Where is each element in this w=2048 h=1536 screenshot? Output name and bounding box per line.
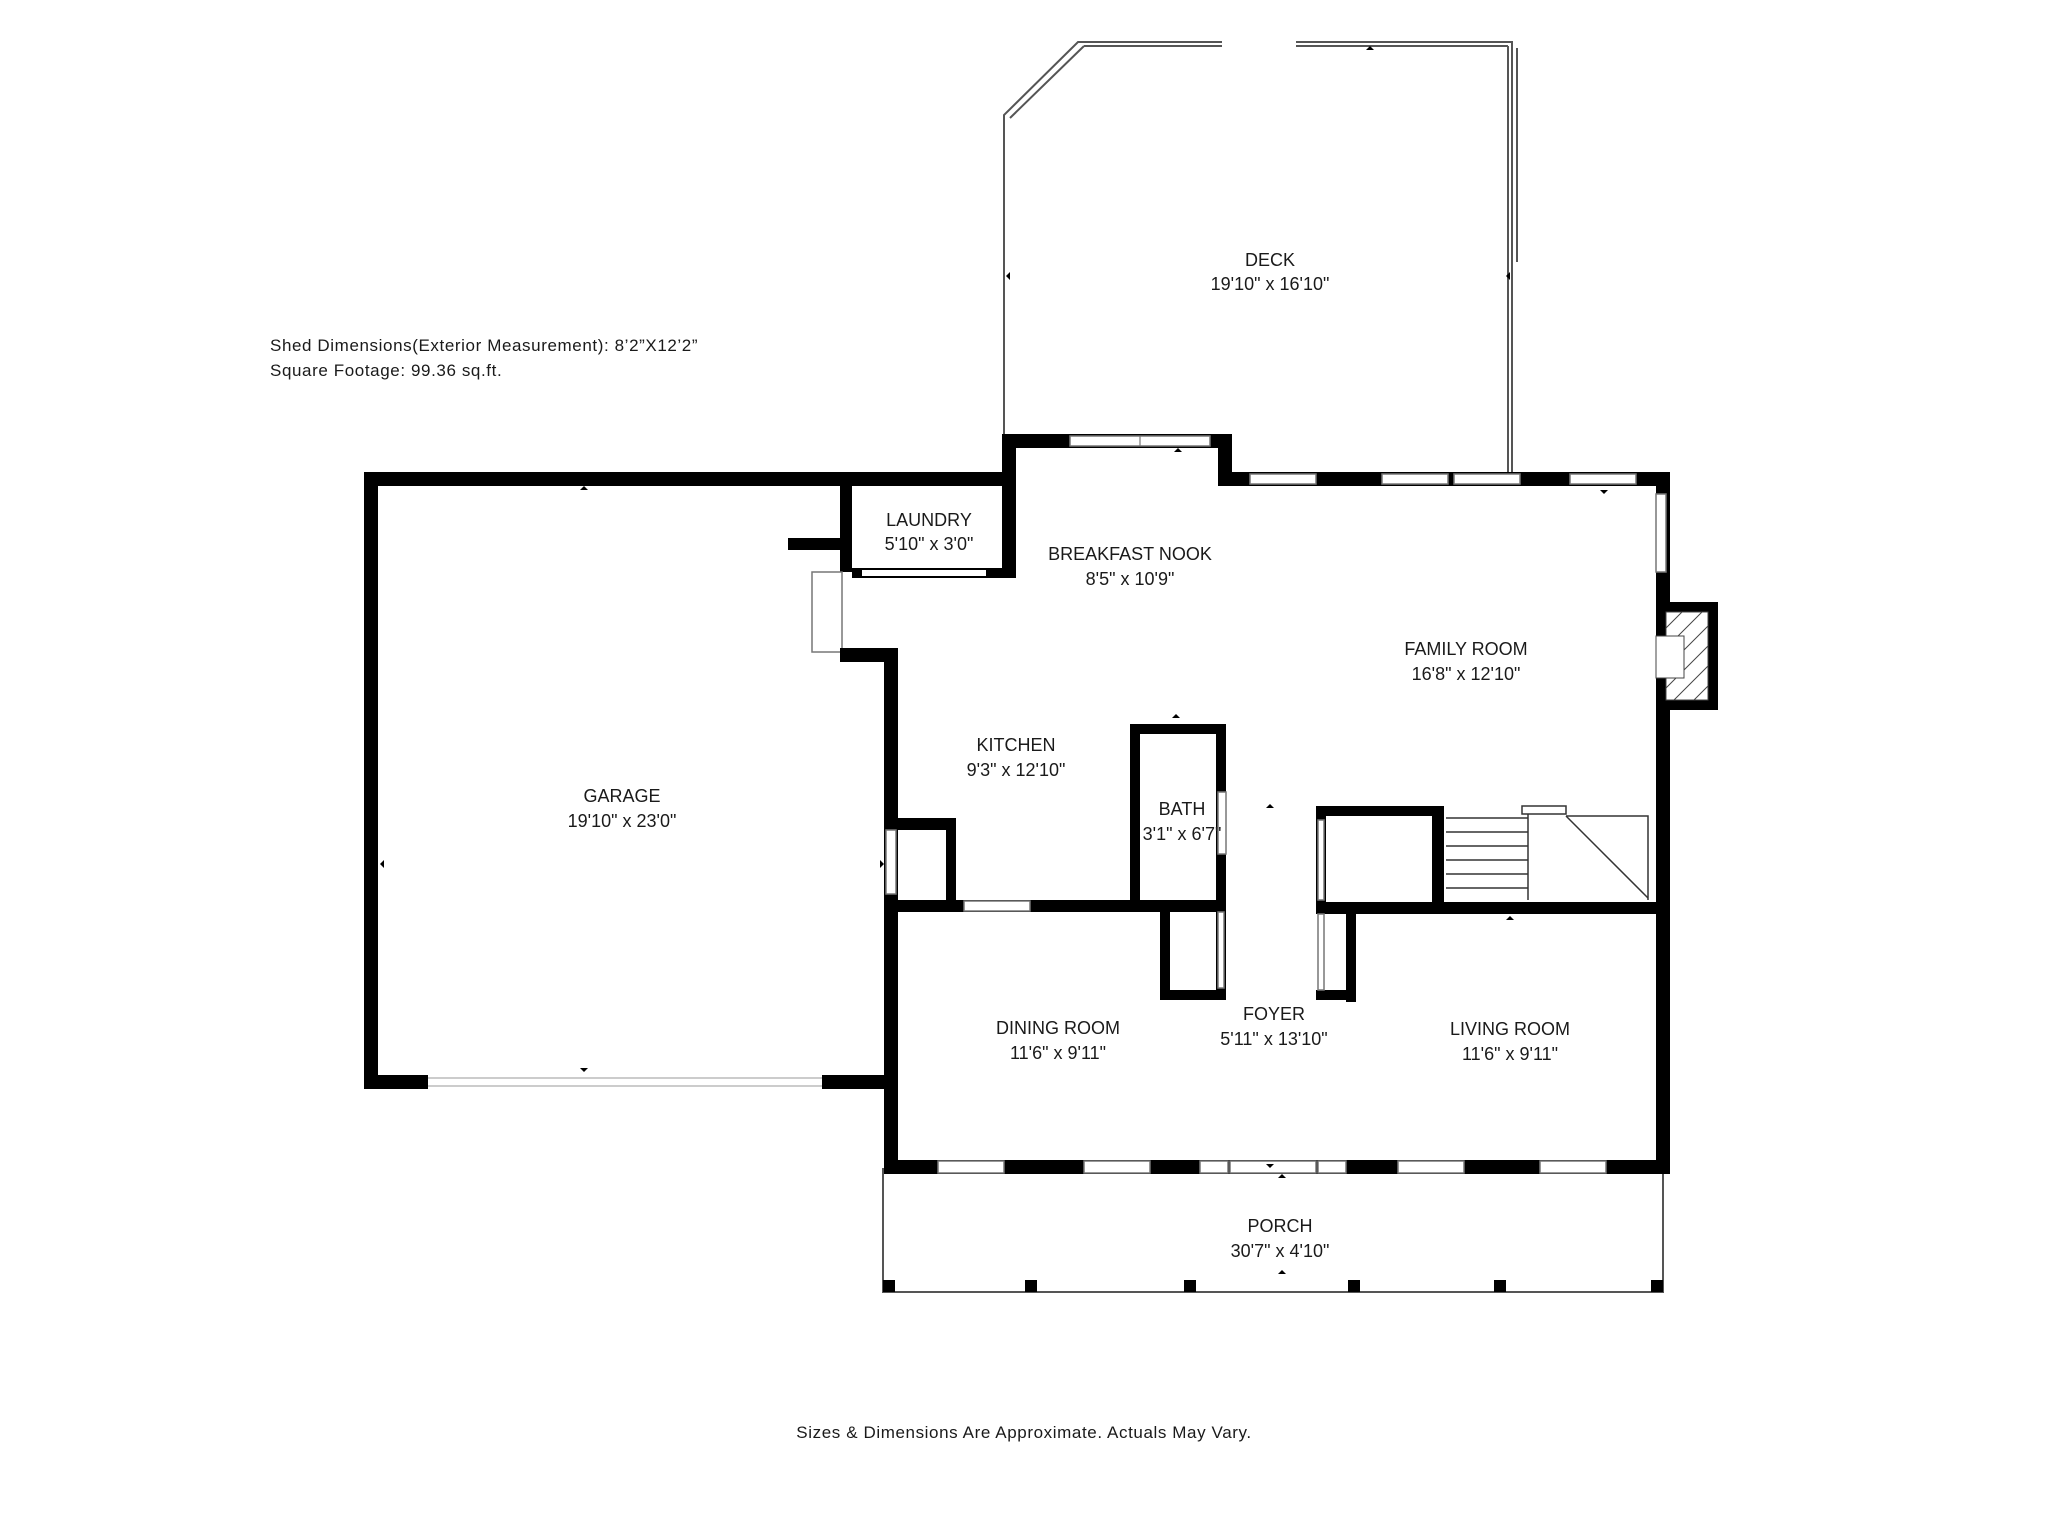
room-size-deck: 19'10" x 16'10" — [1211, 274, 1330, 294]
room-labels: DECK 19'10" x 16'10" LAUNDRY 5'10" x 3'0… — [568, 250, 1570, 1261]
dimension-markers — [380, 46, 1608, 1274]
room-name-bath: BATH — [1159, 799, 1206, 819]
windows — [885, 435, 1667, 1174]
room-name-dining-room: DINING ROOM — [996, 1018, 1120, 1038]
room-name-foyer: FOYER — [1243, 1004, 1305, 1024]
room-name-breakfast-nook: BREAKFAST NOOK — [1048, 544, 1212, 564]
fireplace-hatch — [1665, 611, 1709, 701]
room-size-bath: 3'1" x 6'7" — [1143, 824, 1222, 844]
room-size-garage: 19'10" x 23'0" — [568, 811, 677, 831]
deck-outline — [1003, 41, 1518, 478]
room-name-laundry: LAUNDRY — [886, 510, 972, 530]
room-size-living-room: 11'6" x 9'11" — [1462, 1044, 1558, 1064]
room-name-porch: PORCH — [1247, 1216, 1312, 1236]
garage-walls — [364, 472, 1006, 1089]
room-name-deck: DECK — [1245, 250, 1295, 270]
room-size-breakfast-nook: 8'5" x 10'9" — [1086, 569, 1175, 589]
room-size-laundry: 5'10" x 3'0" — [885, 534, 974, 554]
room-size-dining-room: 11'6" x 9'11" — [1010, 1043, 1106, 1063]
porch-outline — [882, 1168, 1664, 1293]
room-size-family-room: 16'8" x 12'10" — [1412, 664, 1521, 684]
room-size-kitchen: 9'3" x 12'10" — [967, 760, 1066, 780]
room-name-garage: GARAGE — [583, 786, 660, 806]
disclaimer-note: Sizes & Dimensions Are Approximate. Actu… — [796, 1423, 1251, 1442]
room-size-porch: 30'7" x 4'10" — [1231, 1241, 1330, 1261]
stairs — [1446, 805, 1649, 900]
room-name-living-room: LIVING ROOM — [1450, 1019, 1570, 1039]
room-size-foyer: 5'11" x 13'10" — [1220, 1029, 1327, 1049]
notes: Shed Dimensions(Exterior Measurement): 8… — [270, 336, 1251, 1442]
shed-dimensions-note: Shed Dimensions(Exterior Measurement): 8… — [270, 336, 698, 355]
room-name-kitchen: KITCHEN — [976, 735, 1055, 755]
house-walls — [852, 434, 1718, 1174]
square-footage-note: Square Footage: 99.36 sq.ft. — [270, 361, 502, 380]
room-name-family-room: FAMILY ROOM — [1404, 639, 1527, 659]
